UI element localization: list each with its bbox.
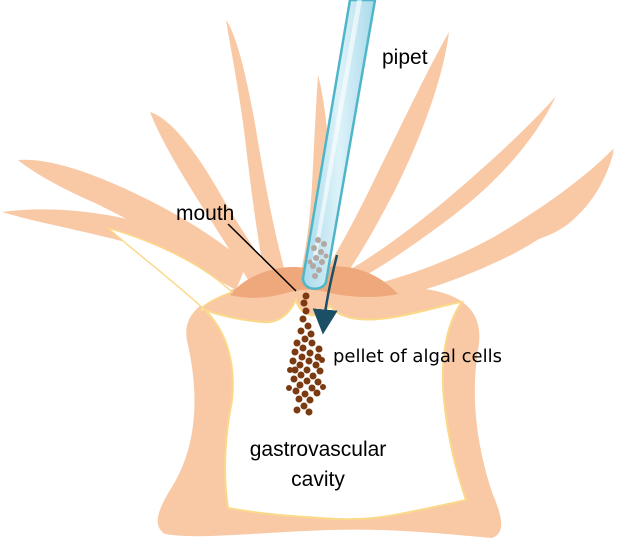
cavity-label-line1: gastrovascular xyxy=(250,438,387,461)
mouth-label: mouth xyxy=(176,202,234,225)
pellet-label: pellet of algal cells xyxy=(333,346,502,367)
cavity-label-line2: cavity xyxy=(291,468,345,491)
pipet-label: pipet xyxy=(382,46,428,69)
